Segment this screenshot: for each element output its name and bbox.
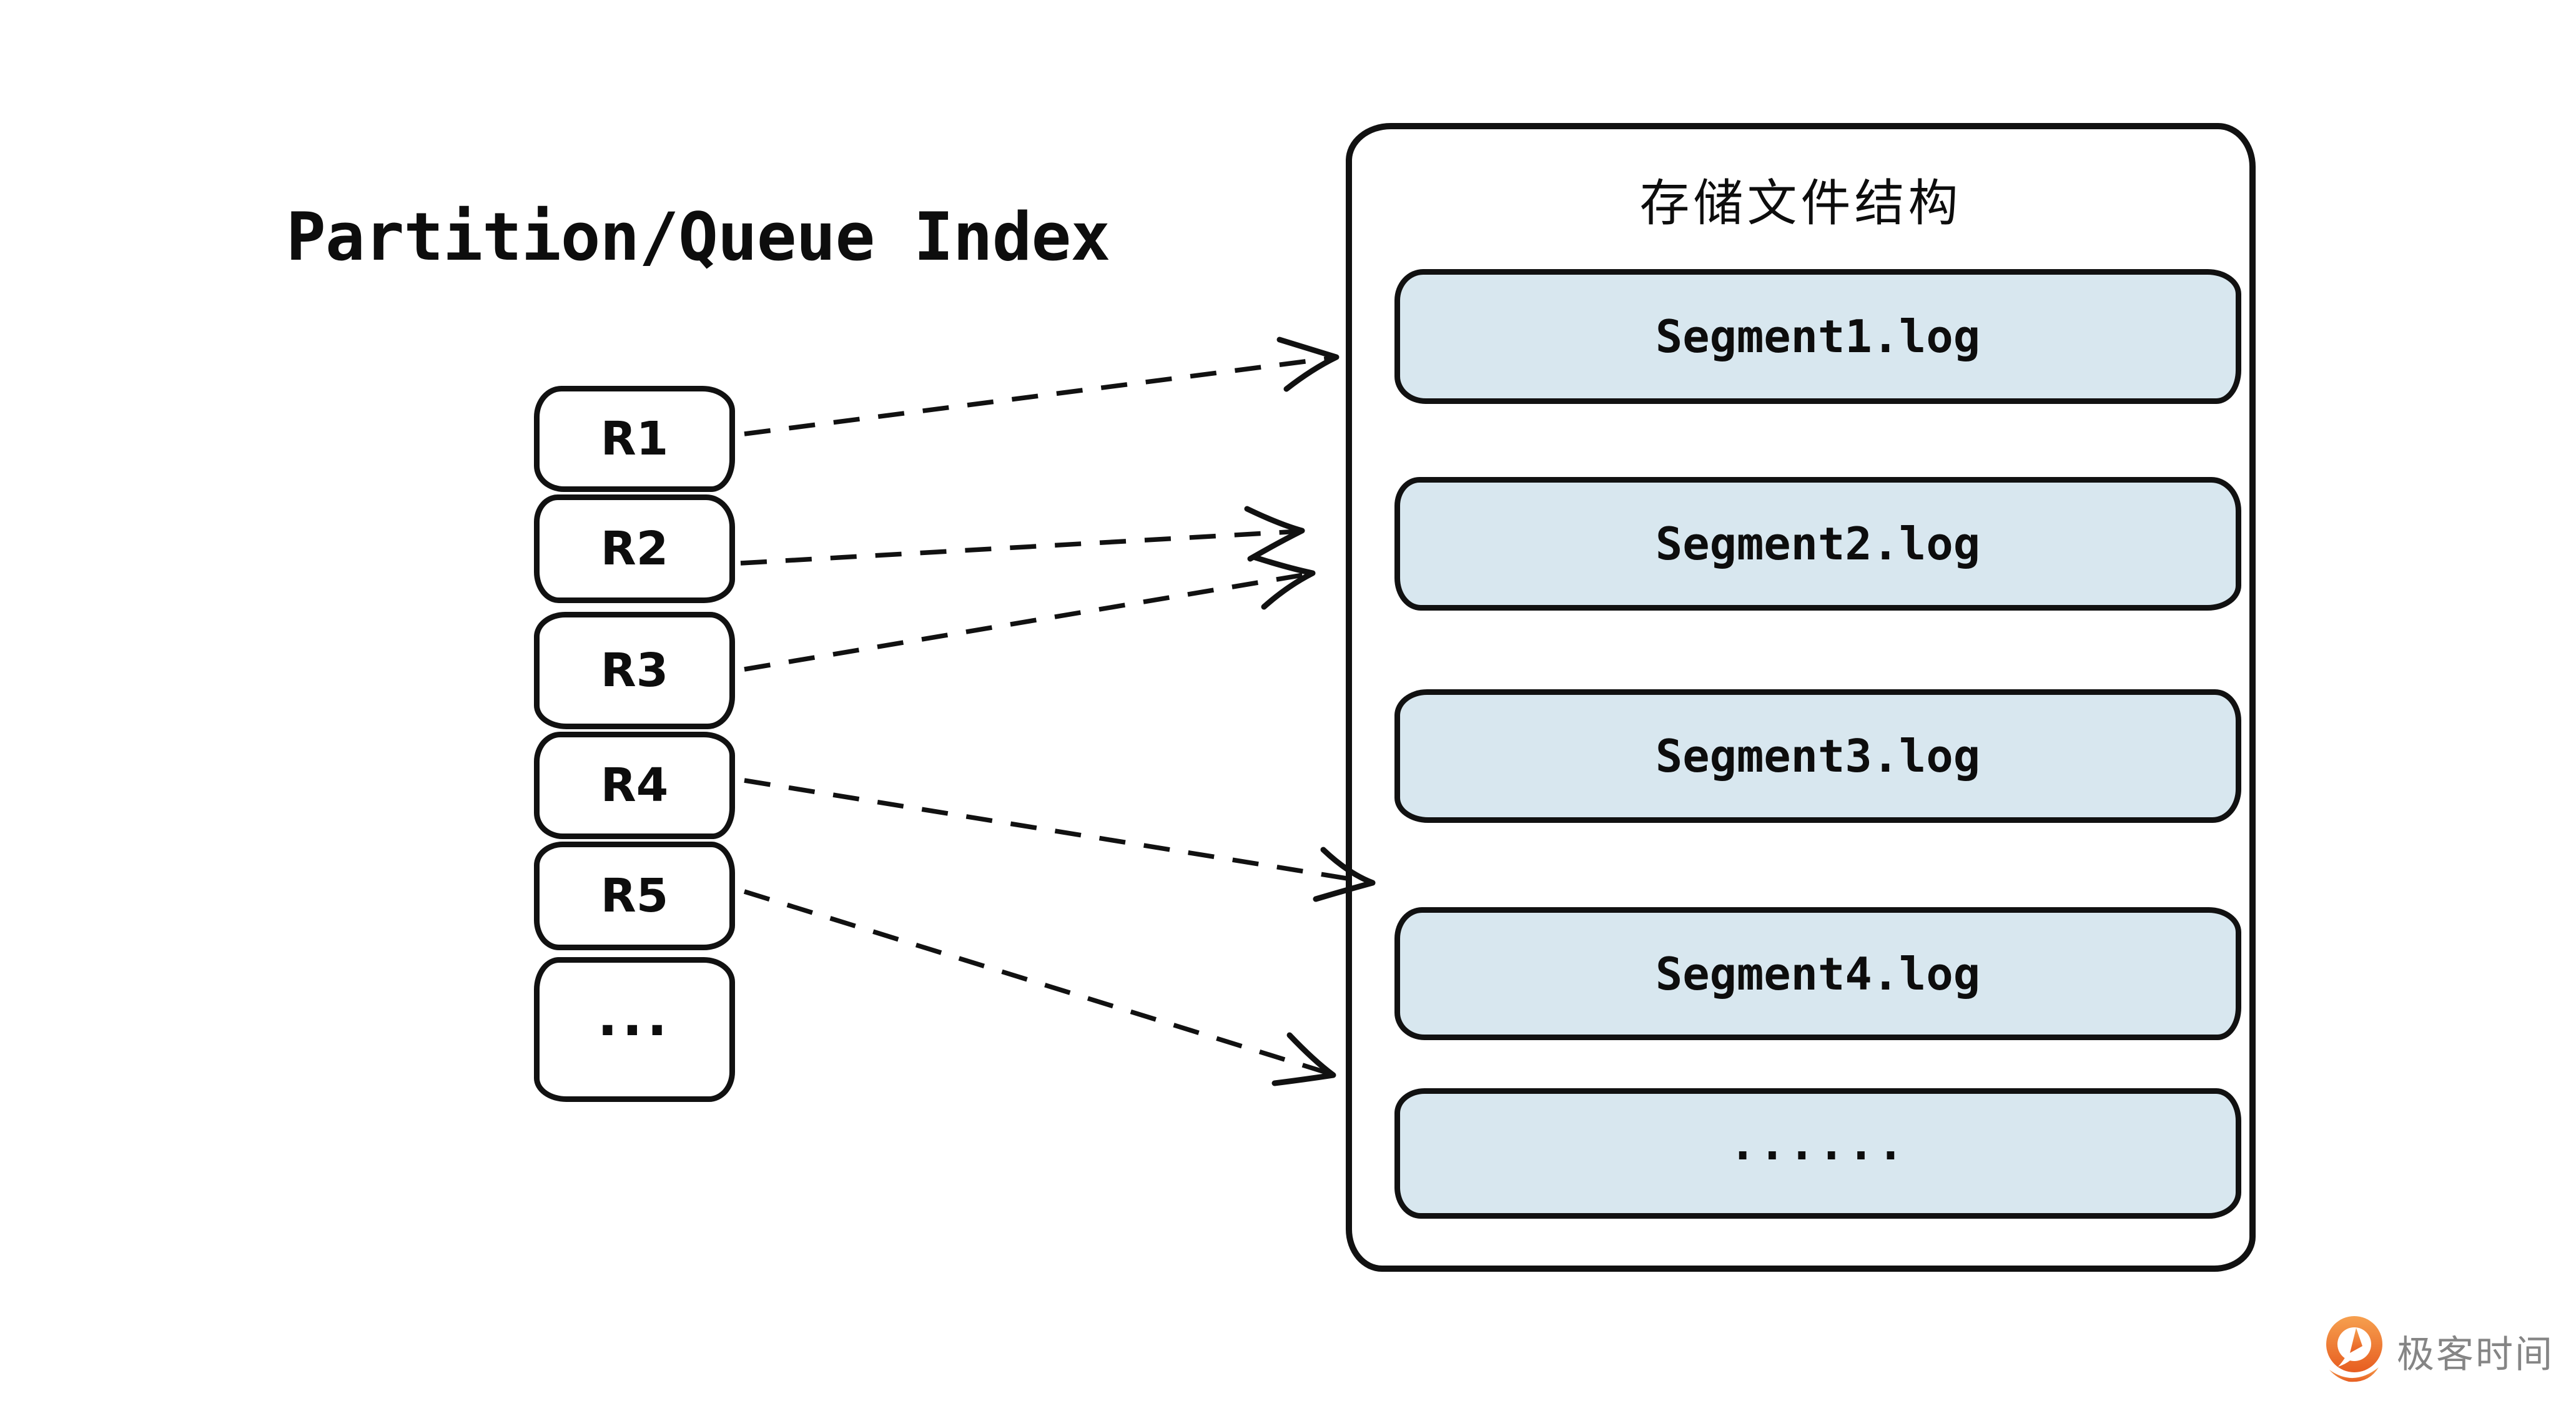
arrow-r4-to-segment4: [744, 778, 1376, 902]
segment-box-ellipsis: ......: [1394, 1088, 2241, 1219]
arrow-r1-to-segment1: [744, 337, 1340, 436]
index-box-r4-label: R4: [600, 759, 669, 812]
index-box-r4: R4: [534, 732, 735, 839]
geektime-logo: 极客时间: [2321, 1315, 2554, 1387]
index-box-ellipsis-label: ...: [597, 986, 672, 1048]
storage-title: 存储文件结构: [1639, 175, 1962, 231]
segment-box-3: Segment3.log: [1394, 689, 2241, 823]
index-box-r3-label: R3: [600, 644, 669, 697]
arrow-r2-to-segment2: [740, 506, 1305, 566]
index-box-r5: R5: [534, 842, 735, 950]
segment-box-2: Segment2.log: [1394, 477, 2241, 611]
arrow-r3-to-segment2: [744, 554, 1316, 672]
segment-box-4: Segment4.log: [1394, 907, 2241, 1040]
segment-box-3-label: Segment3.log: [1655, 730, 1981, 782]
segment-box-1-label: Segment1.log: [1655, 310, 1981, 363]
segment-box-1: Segment1.log: [1394, 269, 2241, 404]
index-box-r2: R2: [534, 494, 735, 603]
index-box-ellipsis: ...: [534, 957, 735, 1102]
index-box-r5-label: R5: [600, 869, 669, 923]
storage-container: 存储文件结构 Segment1.log Segment2.log Segment…: [1346, 123, 2256, 1272]
index-box-r1-label: R1: [600, 412, 669, 466]
index-box-r1: R1: [534, 386, 735, 492]
geektime-pin-icon: [2326, 1316, 2382, 1382]
partition-index-title: Partition/Queue Index: [286, 199, 1110, 275]
arrow-r5-to-ellipsis-segment: [743, 889, 1336, 1086]
geektime-brand-text: 极客时间: [2397, 1333, 2554, 1375]
segment-box-2-label: Segment2.log: [1655, 518, 1981, 570]
segment-box-4-label: Segment4.log: [1655, 947, 1981, 1000]
index-box-r3: R3: [534, 612, 735, 729]
index-box-r2-label: R2: [600, 522, 669, 576]
segment-box-ellipsis-label: ......: [1729, 1117, 1907, 1170]
